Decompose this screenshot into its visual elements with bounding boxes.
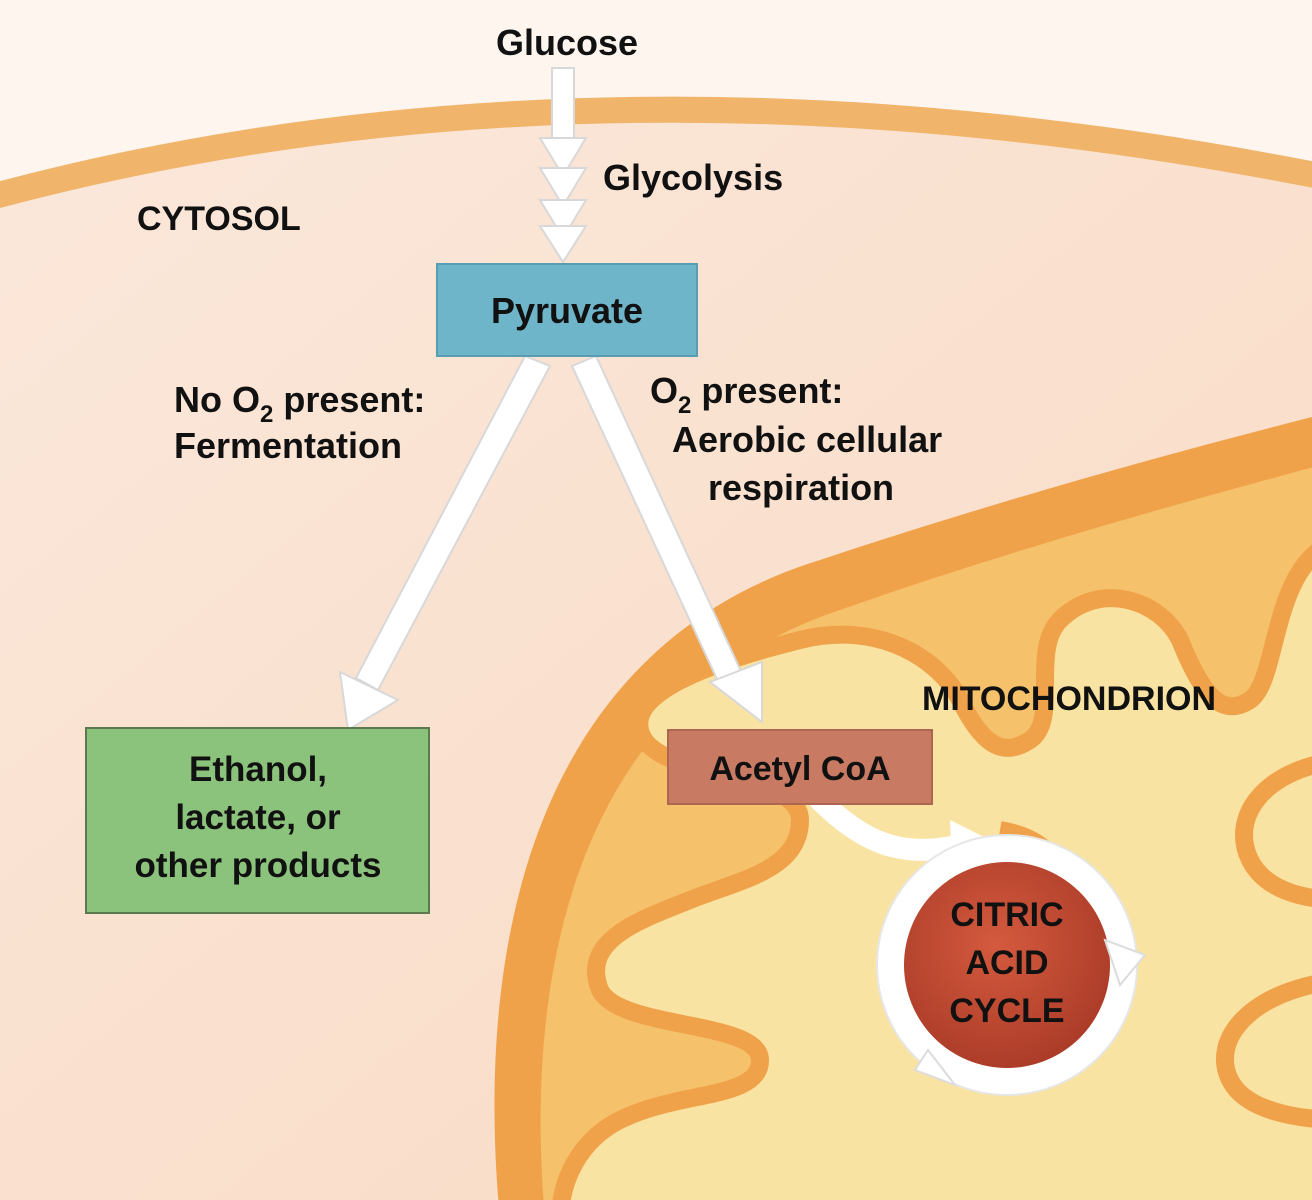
cycle-line-1: CITRIC [950,896,1063,934]
no-o2-prefix: No O [174,379,260,420]
glycolysis-chevron-4 [538,225,588,264]
glucose-label: Glucose [496,22,638,63]
pyruvate-box: Pyruvate [436,263,698,357]
cytosol-label: CYTOSOL [137,200,301,238]
o2-subscript: 2 [678,392,691,419]
no-o2-suffix: present: [273,379,425,420]
crista-right-lower [1216,975,1312,1128]
glycolysis-label: Glycolysis [603,157,783,198]
fermentation-arrow-head [338,670,401,732]
cycle-line-2: ACID [965,944,1048,982]
acetyl-coa-box: Acetyl CoA [667,729,933,805]
o2-label: O2 present: [650,370,843,419]
products-line-3: other products [135,846,382,885]
cell-membrane [0,96,1312,209]
mitochondrion-label: MITOCHONDRION [922,680,1216,718]
glycolysis-chevron-1 [538,137,588,178]
glycolysis-chevron-2 [538,167,588,208]
products-line-1: Ethanol, [189,750,327,789]
no-o2-label: No O2 present: [174,379,425,428]
cycle-arrowhead-left [913,1048,958,1088]
pyruvate-label: Pyruvate [491,290,643,331]
glucose-arrow-shaft [551,67,575,139]
o2-prefix: O [650,370,678,411]
cycle-line-3: CYCLE [949,992,1064,1030]
fermentation-label: Fermentation [174,425,402,466]
no-o2-subscript: 2 [260,401,273,428]
respiration-arrow [570,354,763,725]
o2-suffix: present: [691,370,843,411]
products-box: Ethanol, lactate, or other products [85,727,430,914]
glycolysis-chevron-3 [538,199,588,240]
aerobic-label-line-1: Aerobic cellular [672,419,942,460]
acetyl-coa-label: Acetyl CoA [709,750,890,788]
products-line-2: lactate, or [175,798,341,837]
aerobic-label-line-2: respiration [708,467,894,508]
citric-acid-cycle: CITRIC ACID CYCLE [876,834,1147,1096]
cycle-arrowhead-right [1103,938,1147,988]
fermentation-arrow [338,354,552,732]
respiration-arrow-head [707,660,763,725]
glycolysis-arrow [538,67,588,264]
crista-right-upper [1235,756,1312,907]
cycle-core [904,862,1110,1068]
